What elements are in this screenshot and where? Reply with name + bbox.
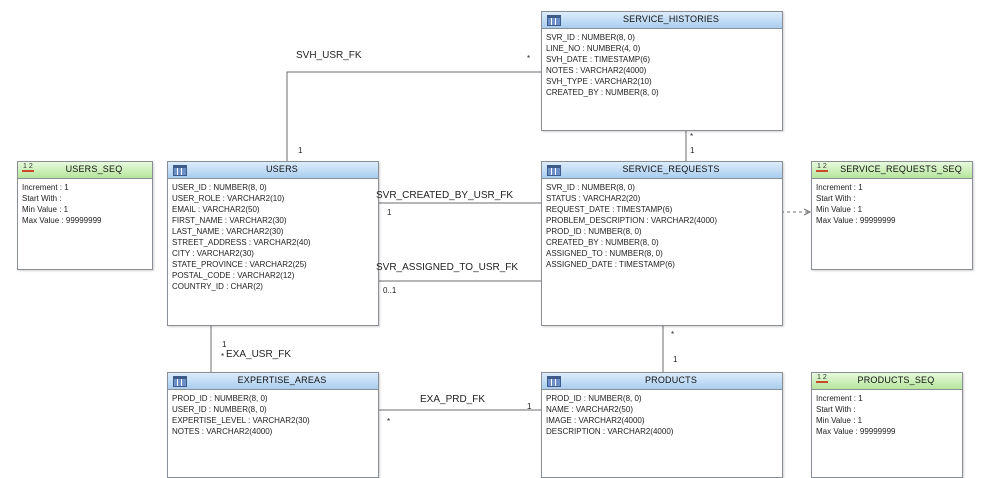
sequence-header: 1 2 USERS_SEQ [18,162,152,179]
column-row[interactable]: LINE_NO : NUMBER(4, 0) [546,44,641,53]
exa-usr-fk-label: EXA_USR_FK [226,349,292,360]
sequence-property: Min Value : 1 [816,416,863,425]
table-icon [173,165,187,176]
table-icon [547,376,561,387]
sequence-property: Increment : 1 [22,183,69,192]
cardinality-label: 1 [222,340,227,349]
entity-header: PRODUCTS [542,373,782,390]
sequence-users-seq[interactable]: 1 2 USERS_SEQ Increment : 1 Start With :… [17,161,153,270]
svh-usr-fk-label: SVH_USR_FK [296,50,362,61]
cardinality-label: * [690,132,694,141]
column-row[interactable]: NOTES : VARCHAR2(4000) [172,427,273,436]
entity-title: EXPERTISE_AREAS [237,375,327,385]
sequence-title: SERVICE_REQUESTS_SEQ [840,164,962,174]
column-row[interactable]: STATE_PROVINCE : VARCHAR2(25) [172,260,307,269]
sequence-property: Max Value : 99999999 [816,427,896,436]
column-row[interactable]: REQUEST_DATE : TIMESTAMP(6) [546,205,673,214]
column-row[interactable]: USER_ID : NUMBER(8, 0) [172,405,267,414]
column-row[interactable]: SVH_DATE : TIMESTAMP(6) [546,55,651,64]
sequence-property: Start With : [22,194,62,203]
entity-service-requests[interactable]: SERVICE_REQUESTS SVR_ID : NUMBER(8, 0) S… [541,161,783,326]
column-row[interactable]: STATUS : VARCHAR2(20) [546,194,641,203]
column-row[interactable]: IMAGE : VARCHAR2(4000) [546,416,645,425]
sequence-property: Start With : [816,405,856,414]
entity-title: USERS [265,164,298,174]
exa-prd-fk-label: EXA_PRD_FK [420,394,486,405]
entity-header: EXPERTISE_AREAS [168,373,378,390]
sequence-icon: 1 2 [816,163,828,172]
column-row[interactable]: STREET_ADDRESS : VARCHAR2(40) [172,238,311,247]
column-row[interactable]: CREATED_BY : NUMBER(8, 0) [546,238,659,247]
column-row[interactable]: PROBLEM_DESCRIPTION : VARCHAR2(4000) [546,216,718,225]
column-row[interactable]: LAST_NAME : VARCHAR2(30) [172,227,284,236]
entity-service-histories[interactable]: SERVICE_HISTORIES SVR_ID : NUMBER(8, 0) … [541,11,783,131]
svr-created-by-usr-fk-label: SVR_CREATED_BY_USR_FK [376,190,514,201]
cardinality-label: 1 [298,146,303,155]
sequence-icon: 1 2 [22,163,34,172]
column-row[interactable]: ASSIGNED_DATE : TIMESTAMP(6) [546,260,675,269]
sequence-icon: 1 2 [816,374,828,383]
entity-header: SERVICE_HISTORIES [542,12,782,29]
entity-title: SERVICE_REQUESTS [622,164,720,174]
column-row[interactable]: COUNTRY_ID : CHAR(2) [172,282,263,291]
column-row[interactable]: NAME : VARCHAR2(50) [546,405,633,414]
table-icon [547,165,561,176]
column-row[interactable]: EMAIL : VARCHAR2(50) [172,205,260,214]
column-row[interactable]: CITY : VARCHAR2(30) [172,249,254,258]
sequence-header: 1 2 SERVICE_REQUESTS_SEQ [812,162,972,179]
cardinality-label: 1 [690,146,695,155]
entity-title: PRODUCTS [644,375,698,385]
cardinality-label: 1 [387,208,392,217]
column-row[interactable]: NOTES : VARCHAR2(4000) [546,66,647,75]
cardinality-label: * [671,330,675,339]
entity-header: USERS [168,162,378,179]
table-icon [173,376,187,387]
table-icon [547,15,561,26]
column-row[interactable]: USER_ID : NUMBER(8, 0) [172,183,267,192]
column-row[interactable]: SVR_ID : NUMBER(8, 0) [546,33,635,42]
sequence-property: Increment : 1 [816,183,863,192]
sequence-property: Min Value : 1 [22,205,69,214]
svr-assigned-to-usr-fk-label: SVR_ASSIGNED_TO_USR_FK [376,262,519,273]
sequence-property: Max Value : 99999999 [816,216,896,225]
svh-usr-fk-line[interactable] [286,71,541,165]
column-row[interactable]: PROD_ID : NUMBER(8, 0) [172,394,268,403]
column-row[interactable]: PROD_ID : NUMBER(8, 0) [546,227,642,236]
entity-header: SERVICE_REQUESTS [542,162,782,179]
cardinality-label: 0..1 [383,286,397,295]
column-row[interactable]: FIRST_NAME : VARCHAR2(30) [172,216,287,225]
cardinality-label: 1 [673,355,678,364]
sequence-service-requests-seq[interactable]: 1 2 SERVICE_REQUESTS_SEQ Increment : 1 S… [811,161,973,270]
sequence-products-seq[interactable]: 1 2 PRODUCTS_SEQ Increment : 1 Start Wit… [811,372,963,478]
column-row[interactable]: ASSIGNED_TO : NUMBER(8, 0) [546,249,663,258]
cardinality-label: * [221,352,225,361]
column-row[interactable]: SVR_ID : NUMBER(8, 0) [546,183,635,192]
sequence-property: Max Value : 99999999 [22,216,102,225]
sequence-title: PRODUCTS_SEQ [857,375,935,385]
column-row[interactable]: SVH_TYPE : VARCHAR2(10) [546,77,652,86]
column-row[interactable]: DESCRIPTION : VARCHAR2(4000) [546,427,674,436]
entity-expertise-areas[interactable]: EXPERTISE_AREAS PROD_ID : NUMBER(8, 0) U… [167,372,379,478]
sequence-header: 1 2 PRODUCTS_SEQ [812,373,962,390]
sequence-title: USERS_SEQ [65,164,123,174]
entity-users[interactable]: USERS USER_ID : NUMBER(8, 0) USER_ROLE :… [167,161,379,326]
cardinality-label: * [387,417,391,426]
cardinality-label: * [527,54,531,63]
sequence-property: Start With : [816,194,856,203]
column-row[interactable]: POSTAL_CODE : VARCHAR2(12) [172,271,295,280]
column-row[interactable]: CREATED_BY : NUMBER(8, 0) [546,88,659,97]
column-row[interactable]: EXPERTISE_LEVEL : VARCHAR2(30) [172,416,310,425]
svr-seq-arrowhead [803,208,812,216]
entity-products[interactable]: PRODUCTS PROD_ID : NUMBER(8, 0) NAME : V… [541,372,783,478]
column-row[interactable]: PROD_ID : NUMBER(8, 0) [546,394,642,403]
entity-title: SERVICE_HISTORIES [622,14,720,24]
column-row[interactable]: USER_ROLE : VARCHAR2(10) [172,194,285,203]
cardinality-label: 1 [527,402,532,411]
sequence-property: Increment : 1 [816,394,863,403]
sequence-property: Min Value : 1 [816,205,863,214]
